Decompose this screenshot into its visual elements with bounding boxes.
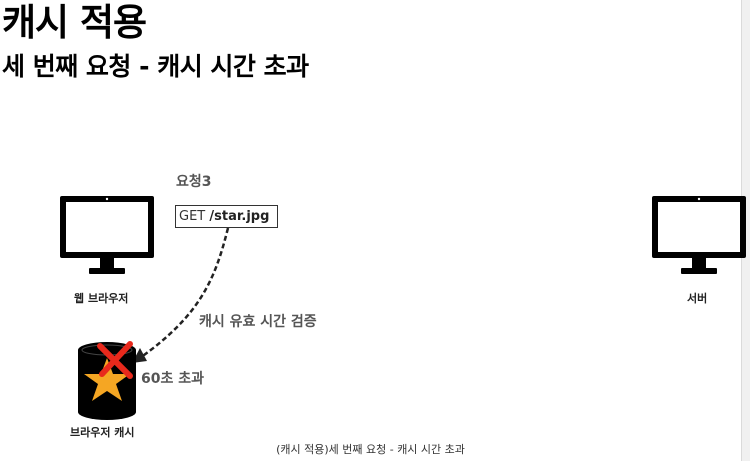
request-box: GET /star.jpg [175, 205, 278, 228]
slide-title: 캐시 적용 [2, 1, 147, 44]
expired-label: 60초 초과 [141, 371, 204, 387]
slide-footer: (캐시 적용)세 번째 요청 - 캐시 시간 초과 [276, 443, 465, 456]
request-label: 요청3 [176, 174, 212, 190]
browser-monitor-icon [60, 196, 154, 274]
cache-label: 브라우저 캐시 [70, 426, 135, 439]
slide-subtitle: 세 번째 요청 - 캐시 시간 초과 [2, 52, 309, 81]
server-monitor-icon [652, 196, 746, 274]
validate-label: 캐시 유효 시간 검증 [199, 314, 317, 330]
star-icon [84, 358, 130, 401]
request-method: GET [179, 209, 206, 224]
browser-label: 웹 브라우저 [74, 292, 129, 305]
server-label: 서버 [687, 292, 708, 305]
red-x-icon [97, 341, 133, 379]
request-path: /star.jpg [209, 209, 270, 224]
